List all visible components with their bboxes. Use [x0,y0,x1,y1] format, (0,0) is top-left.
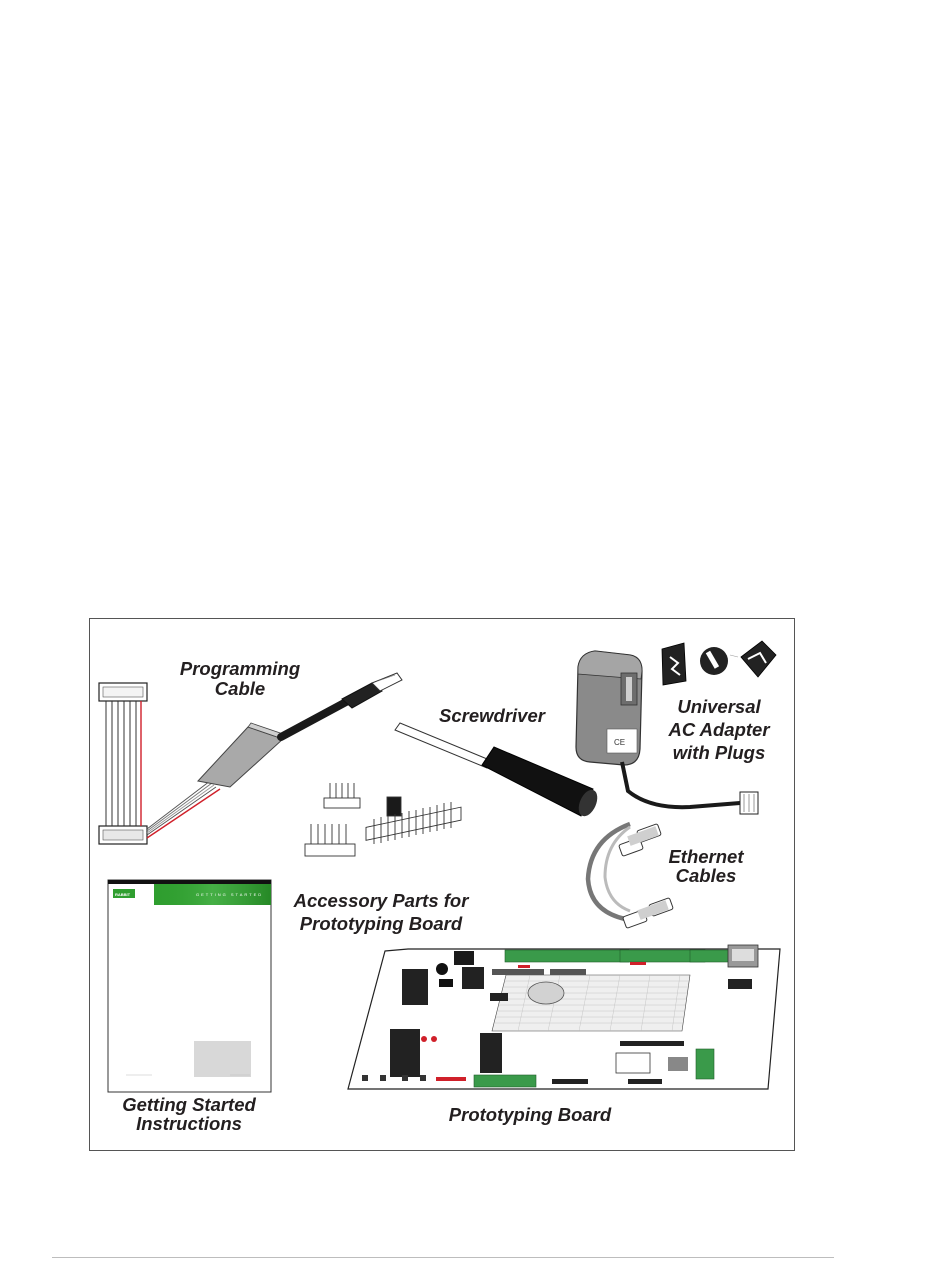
label-ac-adapter: Universal AC Adapter with Plugs [660,695,778,764]
plug-set [662,641,776,685]
guide-logo: RABBIT [115,892,130,897]
getting-started-guide [108,880,271,1092]
label-ethernet-cables: Ethernet Cables [660,847,752,885]
label-getting-started: Getting Started Instructions [112,1095,266,1133]
figure-frame: CE [89,618,795,1151]
label-programming-cable: Programming Cable [176,659,304,699]
guide-header-text: GETTING STARTED [196,892,263,897]
screwdriver [395,723,601,819]
accessory-parts [305,783,461,856]
label-accessory-parts: Accessory Parts for Prototyping Board [283,889,479,935]
ce-mark: CE [614,738,625,747]
label-screwdriver: Screwdriver [434,706,550,726]
prototyping-board [348,945,780,1089]
footer-rule [52,1257,834,1258]
label-prototyping-board: Prototyping Board [440,1105,620,1125]
